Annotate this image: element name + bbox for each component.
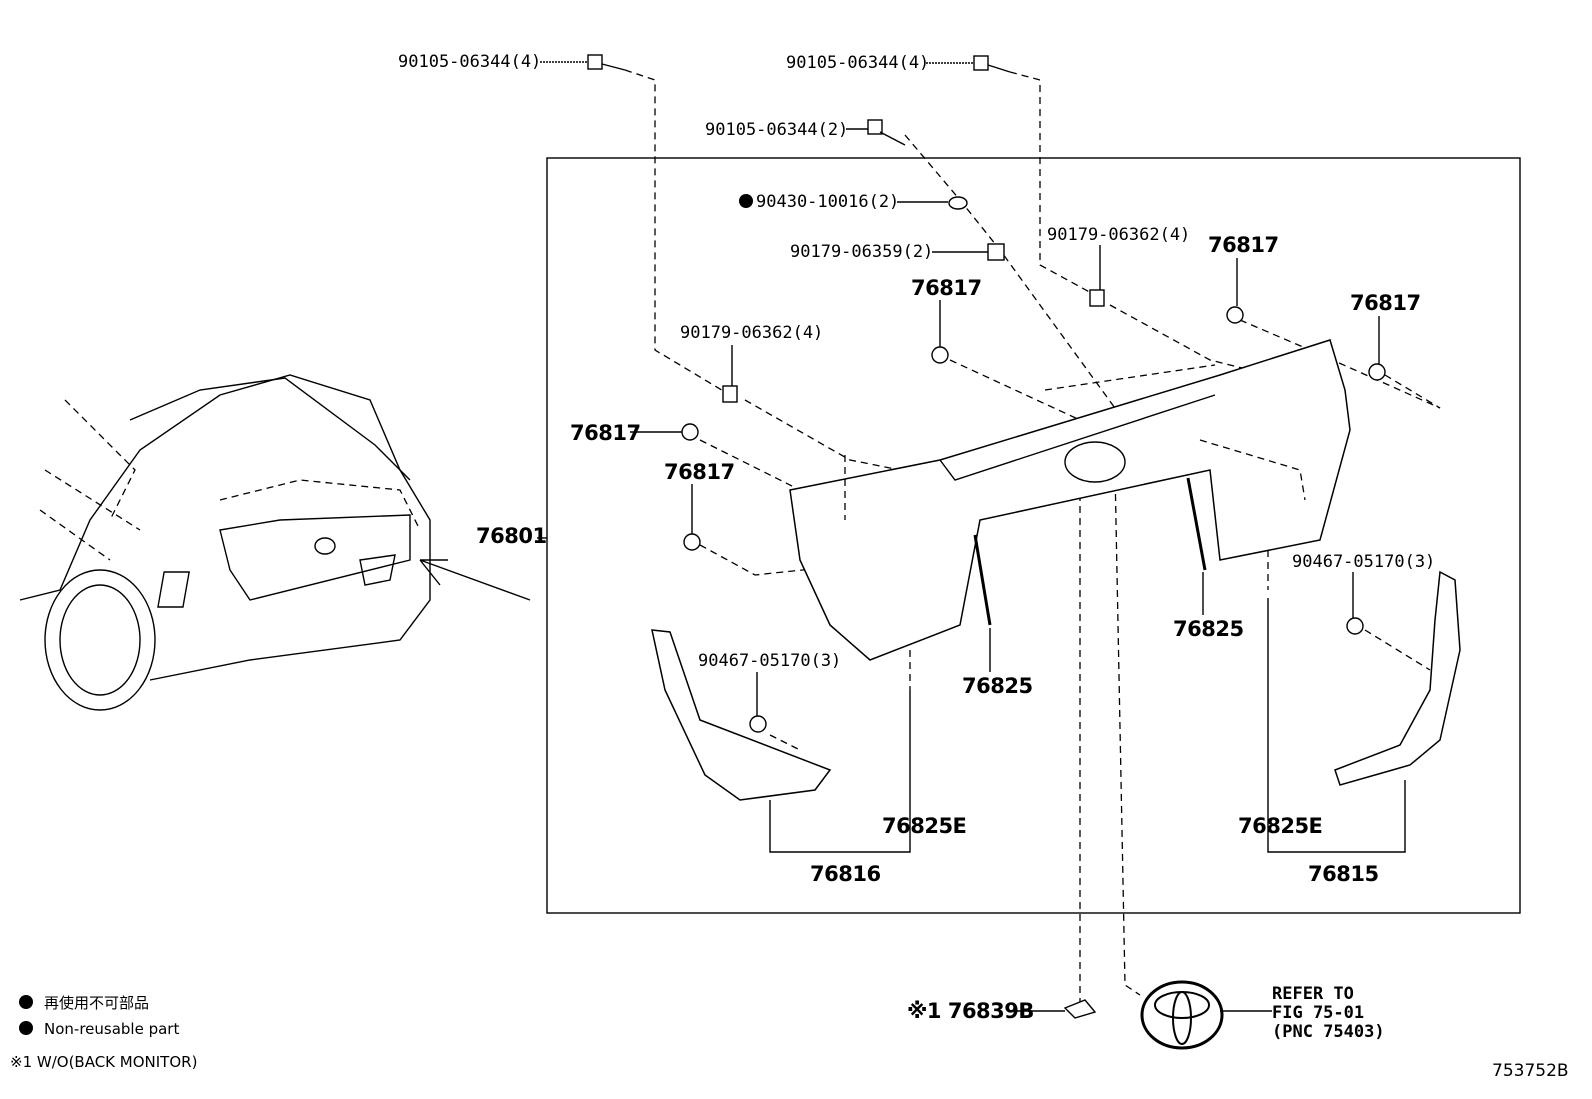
- callout-seal-e-left: 76825E: [882, 814, 966, 838]
- legend-non-reusable-en: Non-reusable part: [44, 1020, 179, 1038]
- bolt-icon: [587, 54, 603, 70]
- label-leaders: [540, 61, 1406, 1012]
- callout-clip-e: 76817: [664, 460, 735, 484]
- clip-icon: [1368, 363, 1386, 381]
- toyota-emblem-icon: [1140, 980, 1224, 1050]
- callout-washer: 90430-10016(2): [756, 192, 899, 212]
- callout-screw-left: 90467-05170(3): [698, 651, 841, 671]
- legend-dot-icon: [19, 995, 33, 1009]
- callout-clip-a: 76817: [1208, 233, 1279, 257]
- fasteners: [587, 54, 1386, 1019]
- garnish-left-76816: [651, 629, 832, 801]
- washer-icon: [948, 196, 968, 210]
- screw-icon: [749, 715, 767, 733]
- callout-nut: 90179-06359(2): [790, 242, 933, 262]
- clip-icon: [931, 346, 949, 364]
- callout-garnish-left: 76816: [810, 862, 881, 886]
- bolt-icon: [867, 119, 883, 135]
- camera-cover-icon: [1063, 999, 1097, 1019]
- callout-bolt-top-right: 90105-06344(4): [786, 53, 929, 73]
- callout-bolt-top-left: 90105-06344(4): [398, 52, 541, 72]
- emblem-ref-line2: FIG 75-01: [1272, 1003, 1364, 1023]
- callout-nut-clip-left: 90179-06362(4): [680, 323, 823, 343]
- back-door-garnish-76801: [789, 339, 1351, 661]
- callout-clip-d: 76817: [570, 421, 641, 445]
- nut-icon: [987, 243, 1005, 261]
- seal-strip: [973, 477, 1207, 626]
- callout-bolt-center: 90105-06344(2): [705, 120, 848, 140]
- figure-id: 753752B: [1492, 1061, 1569, 1081]
- clip-nut-icon: [1089, 289, 1105, 307]
- bolt-icon: [973, 55, 989, 71]
- callout-camera-cover: ※1 76839B: [907, 999, 1034, 1023]
- clip-icon: [1226, 306, 1244, 324]
- callout-clip-b: 76817: [911, 276, 982, 300]
- callout-garnish-assembly: 76801: [476, 524, 547, 548]
- clip-icon: [681, 423, 699, 441]
- callout-seal-e-right: 76825E: [1238, 814, 1322, 838]
- assembly-frame: [546, 157, 1521, 914]
- legend-non-reusable-jp: 再使用不可部品: [44, 994, 149, 1012]
- legend-note-1: ※1 W/O(BACK MONITOR): [10, 1053, 197, 1071]
- vehicle-rear-illustration: [19, 374, 531, 711]
- callout-seal-left: 76825: [962, 674, 1033, 698]
- legend-dot-icon: [19, 1021, 33, 1035]
- emblem-ref-line1: REFER TO: [1272, 984, 1354, 1004]
- callout-nut-clip-right: 90179-06362(4): [1047, 225, 1190, 245]
- non-reusable-dot-icon: [739, 194, 753, 208]
- garnish-right-76815: [1334, 570, 1461, 786]
- callout-screw-right: 90467-05170(3): [1292, 552, 1435, 572]
- screw-icon: [1346, 617, 1364, 635]
- callout-seal-right: 76825: [1173, 617, 1244, 641]
- emblem-ref-line3: (PNC 75403): [1272, 1022, 1385, 1042]
- callout-clip-c: 76817: [1350, 291, 1421, 315]
- clip-nut-icon: [722, 385, 738, 403]
- clip-icon: [683, 533, 701, 551]
- view-arrow: [419, 559, 531, 601]
- callout-garnish-right: 76815: [1308, 862, 1379, 886]
